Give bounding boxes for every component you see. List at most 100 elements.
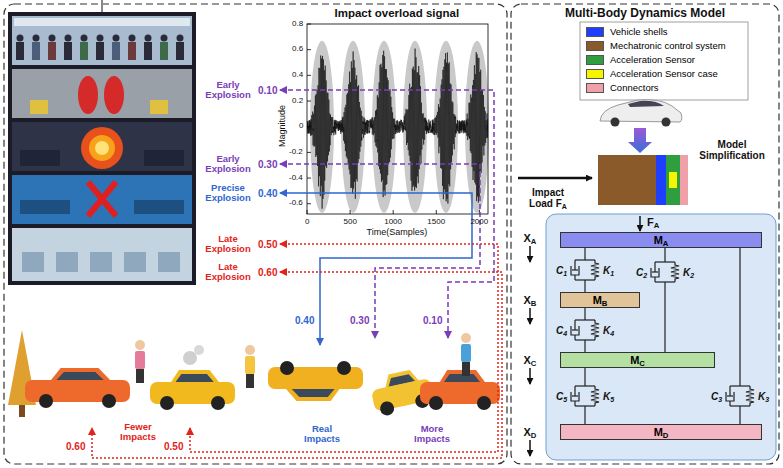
tick-label: 0.8	[292, 20, 303, 29]
car-drawing	[379, 400, 396, 417]
damper-label: C2	[636, 267, 647, 278]
building-illustration	[32, 42, 40, 60]
model-panel	[546, 214, 776, 460]
car-icon	[611, 118, 620, 127]
car-drawing	[102, 394, 116, 408]
force-label: FA	[647, 216, 659, 228]
legend-text: Connectors	[610, 82, 659, 93]
spring-damper	[726, 248, 754, 424]
building-illustration	[95, 141, 109, 155]
text-subscript: A	[531, 237, 537, 246]
building-illustration	[64, 42, 72, 60]
displacement-label: XB	[524, 294, 537, 306]
text-part: K	[603, 391, 610, 402]
axis-title: Time(Samples)	[367, 228, 428, 238]
car-drawing	[57, 372, 104, 380]
callout-value: 0.50	[258, 239, 277, 250]
chart-title: Impact overload signal	[335, 7, 460, 20]
text-part: X	[524, 426, 531, 438]
mass-label: MB	[593, 295, 608, 306]
tick-label: 1000	[384, 218, 402, 227]
building-illustration	[124, 252, 146, 272]
crash-illustration	[8, 330, 500, 418]
spring-label: K4	[603, 325, 614, 336]
connector-line	[654, 262, 655, 272]
legend-swatch	[586, 41, 604, 51]
text-part: X	[524, 232, 531, 244]
signal-chart	[350, 210, 351, 214]
callout-value: 0.40	[294, 315, 315, 326]
building-illustration	[129, 35, 136, 42]
spring-label: K1	[603, 265, 614, 276]
building-illustration	[30, 100, 48, 114]
connector-line	[591, 386, 599, 406]
load-label: Impact Load FA	[524, 187, 572, 209]
damper-label: C1	[556, 265, 567, 276]
tick-label: 1500	[427, 218, 445, 227]
connector-line	[729, 401, 730, 406]
car-icon	[628, 101, 664, 107]
building-illustration	[160, 42, 168, 60]
building-illustration	[12, 69, 192, 118]
connector-line	[664, 282, 665, 352]
outcome-label: More Impacts	[405, 424, 459, 445]
building-illustration	[144, 150, 184, 166]
building-illustration	[158, 252, 180, 272]
tick-label: 500	[344, 218, 357, 227]
signal-chart	[307, 203, 311, 204]
mass-label: MC	[630, 355, 645, 366]
legend-row: Mechatronic control system	[586, 40, 726, 51]
text-subscript: 5	[563, 395, 567, 402]
legend-text: Mechatronic control system	[610, 40, 726, 51]
event-label: Precise Explosion	[201, 183, 255, 204]
legend-row: Acceleration Sensor case	[586, 68, 718, 79]
connector-line	[739, 406, 740, 424]
connector-line	[575, 319, 595, 320]
connector-line	[572, 395, 578, 396]
panel-title: Multi-Body Dynamics Model	[565, 7, 725, 20]
car-drawing	[39, 394, 53, 408]
damper-label: C3	[711, 391, 722, 402]
legend-frame	[580, 22, 748, 100]
building-illustration	[161, 35, 168, 42]
connector-line	[726, 392, 734, 401]
building-illustration	[88, 182, 116, 216]
callout-value: 0.60	[65, 441, 86, 452]
car-drawing	[429, 396, 443, 410]
legend-row: Connectors	[586, 82, 659, 93]
text-subscript: B	[602, 298, 608, 307]
connector-line	[575, 259, 595, 260]
signal-chart	[307, 49, 488, 209]
building-illustration	[78, 76, 98, 114]
simplified-model	[656, 155, 666, 205]
text-part: M	[654, 426, 663, 438]
car-drawing	[170, 370, 219, 383]
callout-value: 0.60	[258, 267, 277, 278]
simplified-model	[669, 172, 677, 188]
legend-text: Acceleration Sensor	[610, 54, 695, 65]
building-illustration	[22, 252, 44, 272]
tick-label: 0.6	[292, 45, 303, 54]
building-illustration	[81, 127, 123, 169]
connector-line	[739, 248, 740, 386]
text-part: M	[654, 234, 663, 246]
building-illustration	[150, 100, 168, 114]
text-part: K	[603, 265, 610, 276]
text-subscript: 1	[610, 269, 614, 276]
building-illustration	[113, 35, 120, 42]
connector-line	[651, 268, 659, 277]
car-drawing	[160, 396, 174, 410]
signal-chart	[307, 24, 489, 214]
person-drawing	[461, 333, 471, 343]
displacement-label: XD	[524, 426, 537, 438]
legend-swatch	[586, 55, 604, 65]
building-illustration	[48, 42, 56, 60]
callout-value: 0.30	[258, 159, 277, 170]
building-illustration	[20, 200, 70, 214]
car-icon	[600, 100, 682, 127]
leader-arrow	[92, 272, 502, 458]
connector-line	[591, 260, 599, 280]
building-illustration	[88, 182, 116, 216]
